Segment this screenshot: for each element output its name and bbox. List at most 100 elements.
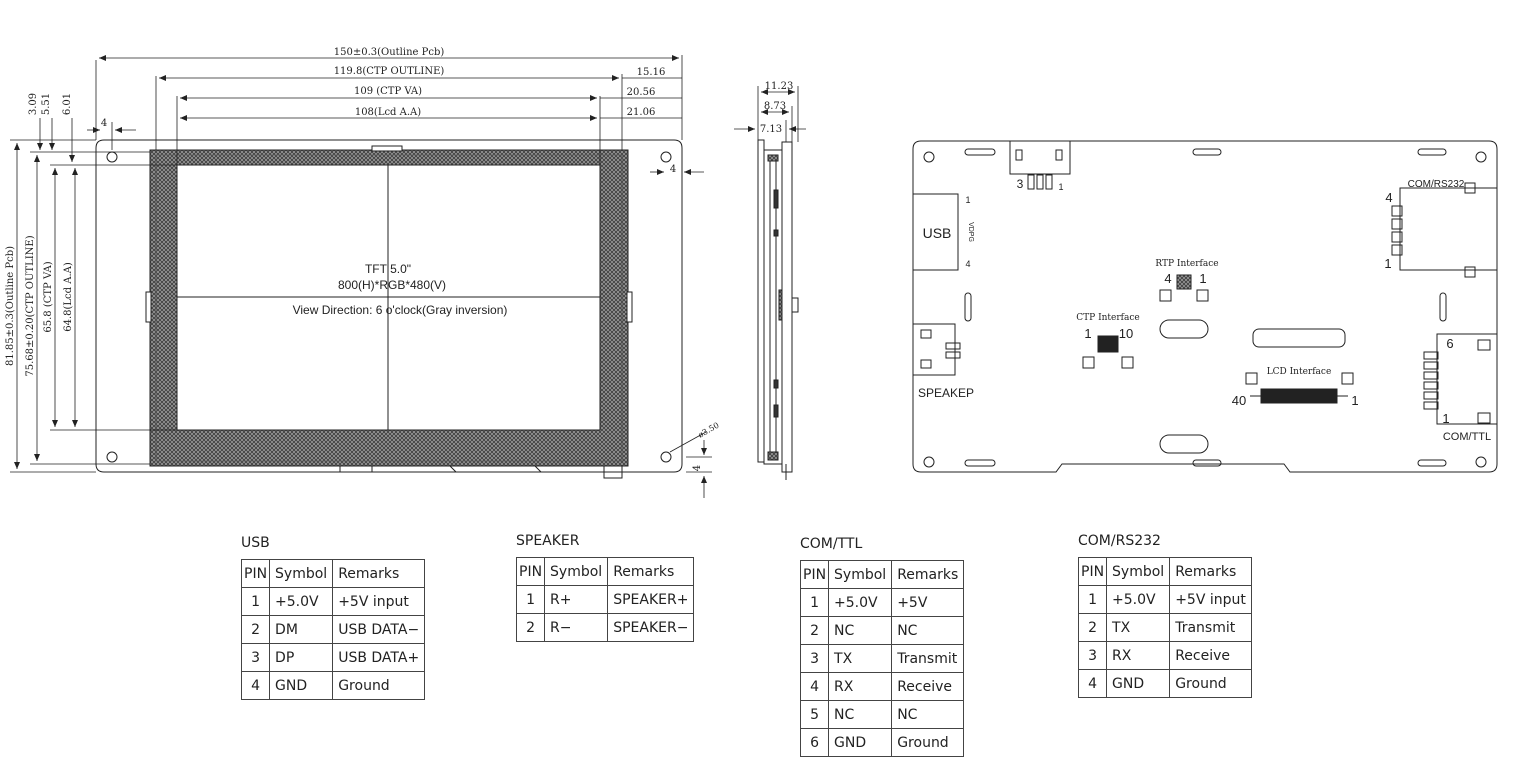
side-dim-1: 11.23 [765, 81, 794, 92]
usb-pin-names: VDPG [967, 222, 974, 242]
com-rs232-port-label: COM/RS232 [1408, 179, 1465, 190]
rtp-pin-right: 1 [1199, 271, 1206, 286]
table-cell: 1 [799, 588, 830, 617]
dim-v1: 3.09 [28, 93, 39, 115]
screen-resolution-text: 800(H)*RGB*480(V) [338, 278, 446, 292]
dim-ctp-outline: 119.8(CTP OUTLINE) [334, 66, 445, 77]
table-cell: 2 [240, 615, 271, 644]
front-vertical-dims [10, 118, 177, 473]
table-cell: 4 [240, 671, 271, 700]
lcd-pin-right: 1 [1351, 393, 1358, 408]
rs232-pin-top: 4 [1385, 190, 1392, 205]
table-cell: 2 [799, 616, 830, 645]
column-header: Symbol [828, 560, 893, 589]
side-view [757, 139, 799, 480]
screen-label: TFT 5.0" 800(H)*RGB*480(V) View Directio… [293, 262, 508, 317]
speaker-table-title: SPEAKER [516, 533, 580, 549]
table-cell: +5V input [332, 587, 426, 616]
table-cell: +5.0V [1106, 585, 1171, 614]
top-conn-pin-left: 3 [1017, 177, 1024, 191]
rtp-pin-left: 4 [1164, 271, 1171, 286]
table-cell: SPEAKER+ [607, 585, 695, 614]
table-cell: +5.0V [269, 587, 334, 616]
dim-v3: 6.01 [62, 93, 73, 115]
ttl-pin-bottom: 1 [1442, 411, 1449, 426]
side-view-dims [734, 86, 806, 142]
usb-pin-first: 1 [965, 195, 970, 205]
column-header: Symbol [544, 557, 609, 586]
column-header: PIN [1077, 557, 1108, 586]
pcb-outline [95, 139, 683, 473]
table-cell: Transmit [1169, 613, 1252, 642]
column-header: Symbol [269, 559, 334, 588]
dim-h-ctp-outline: 75.68±0.20(CTP OUTLINE) [25, 235, 36, 376]
column-header: Remarks [332, 559, 426, 588]
table-cell: USB DATA+ [332, 643, 426, 672]
table-cell: 1 [1077, 585, 1108, 614]
table-cell: GND [269, 671, 334, 700]
table-cell: 1 [515, 585, 546, 614]
table-cell: NC [891, 616, 965, 645]
table-cell: 2 [1077, 613, 1108, 642]
com-ttl-table-title: COM/TTL [800, 536, 863, 552]
back-view-labels: USB 1 VDPG 4 SPEAKEP 3 1 RTP Interface 4… [918, 177, 1491, 443]
table-cell: TX [828, 644, 893, 673]
dim-r2: 20.56 [627, 87, 656, 98]
dim-r3: 21.06 [627, 107, 656, 118]
mount-hole-tr [660, 151, 672, 163]
table-cell: 3 [240, 643, 271, 672]
side-view-dim-labels: 11.23 8.73 7.13 [760, 81, 793, 135]
table-cell: TX [1106, 613, 1171, 642]
column-header: PIN [240, 559, 271, 588]
speaker-port-label: SPEAKEP [918, 386, 974, 400]
table-row: 1+5.0V+5V [799, 588, 965, 617]
table-cell: 4 [1077, 669, 1108, 698]
table-cell: Receive [891, 672, 965, 701]
table-cell: 1 [240, 587, 271, 616]
ctp-pin-right: 10 [1119, 326, 1133, 341]
table-cell: GND [1106, 669, 1171, 698]
table-cell: 5 [799, 700, 830, 729]
front-horizontal-dims [87, 55, 712, 498]
side-dim-2: 8.73 [764, 101, 786, 112]
column-header: Symbol [1106, 557, 1171, 586]
ctp-interface-label: CTP Interface [1076, 313, 1139, 323]
front-view [95, 139, 683, 479]
table-cell: Transmit [891, 644, 965, 673]
table-cell: Ground [1169, 669, 1252, 698]
table-cell: 2 [515, 613, 546, 642]
column-header: PIN [515, 557, 546, 586]
column-header: Remarks [891, 560, 965, 589]
table-row: 1+5.0V+5V input [240, 587, 426, 616]
dim-hole-offset: 4 [101, 118, 107, 129]
side-dim-3: 7.13 [760, 124, 782, 135]
lcd-pin-left: 40 [1232, 393, 1246, 408]
dim-lcd-aa: 108(Lcd A.A) [355, 107, 421, 118]
usb-table-title: USB [241, 535, 270, 551]
com-ttl-port-label: COM/TTL [1443, 431, 1491, 443]
lcd-interface-label: LCD Interface [1267, 367, 1332, 377]
table-cell: 6 [799, 728, 830, 757]
table-cell: NC [828, 700, 893, 729]
top-conn-pin-right: 1 [1058, 182, 1063, 192]
dim-ctp-va: 109 (CTP VA) [354, 86, 422, 97]
table-cell: +5V input [1169, 585, 1252, 614]
back-pcb-outline [912, 140, 1498, 473]
column-header: Remarks [607, 557, 695, 586]
table-cell: RX [1106, 641, 1171, 670]
table-cell: Ground [332, 671, 426, 700]
